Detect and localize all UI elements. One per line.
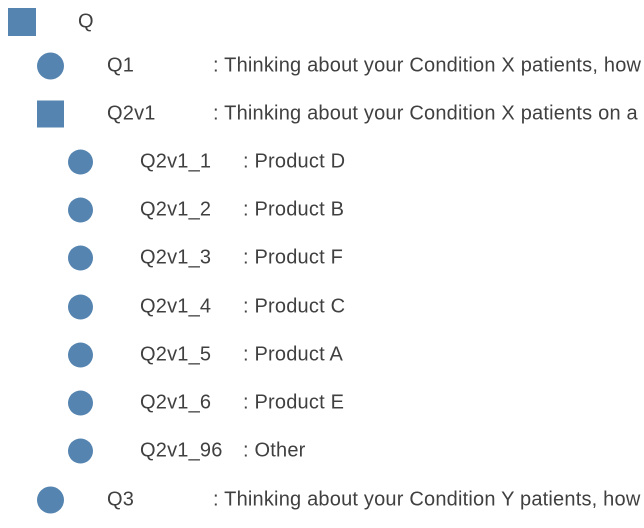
question-id: Q3: [107, 488, 135, 511]
question-group-square-icon: [37, 100, 64, 128]
variable-circle-icon: [68, 342, 93, 368]
question-id: Q2v1: [107, 102, 156, 125]
question-text: : Thinking about your Condition X patien…: [213, 54, 642, 77]
variable-circle-icon: [68, 149, 93, 175]
variable-circle-icon: [68, 245, 93, 271]
tree-row-Q2v1_4[interactable]: Q2v1_4 : Product C: [0, 293, 644, 321]
question-id: Q2v1_5: [140, 343, 212, 366]
variable-circle-icon: [37, 486, 64, 514]
question-id: Q2v1_4: [140, 295, 212, 318]
question-id: Q2v1_1: [140, 150, 212, 173]
question-text: : Other: [243, 439, 306, 462]
question-text: : Product A: [243, 343, 344, 366]
variable-circle-icon: [68, 197, 93, 223]
question-text: : Product E: [243, 391, 345, 414]
question-text: : Product D: [243, 150, 346, 173]
question-text: : Thinking about your Condition X patien…: [213, 102, 638, 125]
tree-row-Q2v1_96[interactable]: Q2v1_96 : Other: [0, 437, 644, 465]
question-text: : Thinking about your Condition Y patien…: [213, 488, 641, 511]
variable-circle-icon: [68, 294, 93, 320]
tree-row-Q1[interactable]: Q1 : Thinking about your Condition X pat…: [0, 52, 644, 80]
tree-row-Q2v1_2[interactable]: Q2v1_2 : Product B: [0, 196, 644, 224]
tree-row-Q2v1[interactable]: Q2v1 : Thinking about your Condition X p…: [0, 100, 644, 128]
question-text: : Product B: [243, 198, 345, 221]
tree-row-Q2v1_1[interactable]: Q2v1_1 : Product D: [0, 148, 644, 176]
tree-row-Q3[interactable]: Q3 : Thinking about your Condition Y pat…: [0, 486, 644, 514]
question-text: : Product C: [243, 295, 346, 318]
question-id: Q2v1_2: [140, 198, 212, 221]
tree-row-Q[interactable]: Q: [0, 8, 644, 36]
question-id: Q2v1_3: [140, 246, 212, 269]
question-id: Q: [78, 10, 94, 33]
tree-row-Q2v1_6[interactable]: Q2v1_6 : Product E: [0, 389, 644, 417]
question-text: : Product F: [243, 246, 344, 269]
question-id: Q1: [107, 54, 135, 77]
variable-circle-icon: [68, 390, 93, 416]
question-id: Q2v1_96: [140, 439, 223, 462]
variable-circle-icon: [37, 52, 64, 80]
tree-row-Q2v1_3[interactable]: Q2v1_3 : Product F: [0, 244, 644, 272]
question-id: Q2v1_6: [140, 391, 212, 414]
tree-row-Q2v1_5[interactable]: Q2v1_5 : Product A: [0, 341, 644, 369]
variable-circle-icon: [68, 438, 93, 464]
question-group-square-icon: [8, 8, 36, 36]
